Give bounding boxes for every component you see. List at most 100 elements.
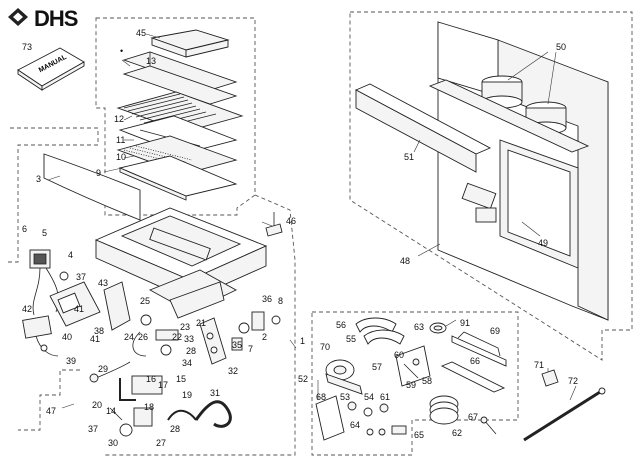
- dhs-logo: DHS: [4, 4, 86, 31]
- callout-33: 33: [184, 334, 194, 344]
- callout-65: 65: [414, 430, 424, 440]
- callout-11: 11: [116, 135, 125, 145]
- callout-8: 8: [278, 296, 283, 306]
- dhs-logo-icon: [8, 8, 28, 26]
- callout-18: 18: [144, 402, 154, 412]
- callout-43: 43: [98, 278, 108, 288]
- callout-21: 21: [196, 318, 206, 328]
- poker-rod-72: [523, 387, 606, 442]
- callout-13: 13: [146, 56, 156, 66]
- knob-71: [541, 369, 559, 387]
- fasteners-small: [347, 401, 407, 436]
- callout-64: 64: [350, 420, 360, 430]
- callout-23: 23: [180, 322, 190, 332]
- callout-66: 66: [470, 356, 480, 366]
- side-fittings: [231, 311, 281, 351]
- callout-49: 49: [538, 238, 548, 248]
- callout-38: 38: [94, 326, 104, 336]
- callout-28: 28: [170, 424, 180, 434]
- callout-25: 25: [140, 296, 150, 306]
- rail-66: [440, 361, 506, 393]
- callout-15: 15: [176, 374, 186, 384]
- bracket-43: [103, 281, 131, 331]
- callout-9: 9: [96, 168, 101, 178]
- callout-41b: 41: [90, 334, 100, 344]
- callout-36: 36: [262, 294, 272, 304]
- logo-text: DHS: [34, 6, 78, 31]
- callout-45: 45: [136, 28, 146, 38]
- callout-22: 22: [172, 332, 182, 342]
- callout-13a: •: [120, 46, 123, 56]
- callout-59: 59: [406, 380, 416, 390]
- callout-30: 30: [108, 438, 118, 448]
- callout-73: 73: [22, 42, 32, 52]
- callout-27: 27: [156, 438, 166, 448]
- callout-91: 91: [460, 318, 470, 328]
- callout-63: 63: [414, 322, 424, 332]
- group-outline-burner-section: [105, 194, 296, 456]
- bottom-tray: [118, 155, 238, 201]
- callout-10: 10: [116, 152, 126, 162]
- callout-16: 16: [146, 374, 156, 384]
- callout-37: 37: [76, 272, 86, 282]
- callout-47: 47: [46, 406, 56, 416]
- callout-5: 5: [42, 228, 47, 238]
- callout-67: 67: [468, 412, 478, 422]
- callout-57: 57: [372, 362, 382, 372]
- gas-pipe-31: [167, 400, 232, 428]
- pilot-assembly: [132, 314, 179, 357]
- front-baffle-51: [354, 83, 492, 173]
- callout-56: 56: [336, 320, 346, 330]
- lower-burner-bracket: [148, 269, 237, 319]
- callout-71: 71: [534, 360, 544, 370]
- callout-32: 32: [228, 366, 238, 376]
- callout-69: 69: [490, 326, 500, 336]
- front-trim-strip: [43, 153, 141, 221]
- callout-3: 3: [36, 174, 41, 184]
- valve-bracket-32: [199, 317, 227, 365]
- group-outline-main-cabinet: [349, 11, 633, 361]
- callout-35: 35: [232, 340, 242, 350]
- callout-48: 48: [400, 256, 410, 266]
- callout-31: 31: [210, 388, 220, 398]
- group-outline-lower-left: [18, 369, 80, 431]
- firebox-cabinet: [437, 21, 609, 321]
- callout-61: 61: [380, 392, 390, 402]
- callout-14: 14: [106, 406, 116, 416]
- callout-20: 20: [92, 400, 102, 410]
- ring-63: [429, 322, 447, 334]
- callout-60: 60: [394, 350, 404, 360]
- callout-54: 54: [364, 392, 374, 402]
- gas-valve-block-38: [49, 281, 101, 327]
- clamp-rings-62: [429, 395, 459, 425]
- ignition-module-42: [22, 315, 59, 357]
- callout-58: 58: [422, 376, 432, 386]
- callout-50: 50: [556, 42, 566, 52]
- bracket-68: [315, 395, 345, 441]
- callout-29: 29: [98, 364, 108, 374]
- group-outline-accessory-kit: [311, 311, 519, 456]
- callout-12: 12: [114, 114, 124, 124]
- tape-roll-70: [325, 359, 363, 395]
- leader-lines: [47, 51, 577, 401]
- group-outline-left-assembly: [8, 127, 99, 263]
- top-cover-plate: [150, 29, 230, 58]
- group-outline-top-assembly: [95, 17, 256, 216]
- gas-line-assembly: [109, 375, 163, 437]
- callout-17: 17: [158, 380, 168, 390]
- callout-68: 68: [316, 392, 326, 402]
- callout-numbers: 73 45 • 13 12 11 10 9 3 46 6 5 4 37 43 2…: [22, 28, 578, 448]
- control-valve-assembly: [29, 249, 69, 316]
- callout-7: 7: [248, 344, 253, 354]
- callout-39: 39: [66, 356, 76, 366]
- handle-69: [451, 331, 507, 367]
- callout-26: 26: [138, 332, 148, 342]
- clip-46: [265, 212, 283, 237]
- callout-46: 46: [286, 216, 296, 226]
- callout-24: 24: [124, 332, 134, 342]
- callout-6: 6: [22, 224, 27, 234]
- callout-55: 55: [346, 334, 356, 344]
- callout-34: 34: [182, 358, 192, 368]
- callout-37b: 37: [88, 424, 98, 434]
